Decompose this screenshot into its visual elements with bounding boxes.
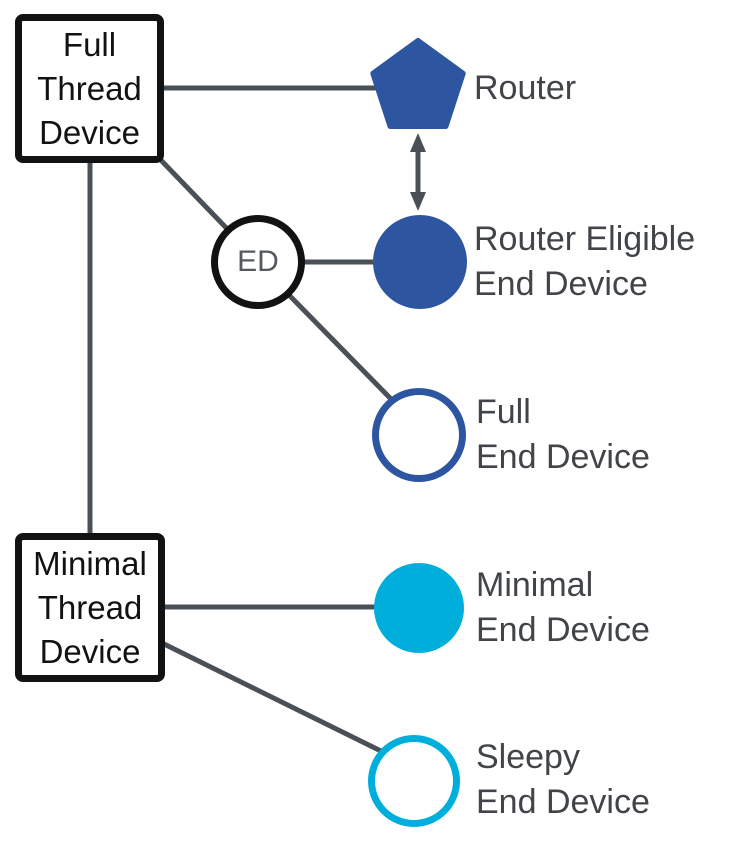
arrowhead-up-icon	[410, 133, 426, 152]
router-eligible-end-device-circle-icon	[373, 215, 467, 309]
minimal-thread-device-line3: Device	[39, 632, 141, 670]
sleepy-end-device-circle-icon	[368, 735, 460, 827]
minimal-thread-device-line1: Minimal	[33, 544, 147, 582]
minimal-thread-device-box: Minimal Thread Device	[15, 533, 165, 682]
minimal-end-device-label: Minimal End Device	[476, 566, 650, 649]
full-thread-device-line1: Full	[62, 25, 117, 63]
connector-mtd-to-sed	[160, 640, 385, 755]
router-eligible-end-device-label: Router Eligible End Device	[474, 220, 696, 303]
full-thread-device-box: Full Thread Device	[15, 14, 164, 163]
full-thread-device-line3: Device	[39, 113, 140, 151]
connector-ftd-to-ed	[153, 152, 237, 239]
router-label: Router	[474, 69, 577, 107]
minimal-end-device-circle-icon	[374, 563, 464, 653]
ed-circle: ED	[211, 215, 305, 309]
ed-circle-label: ED	[237, 245, 279, 278]
arrowhead-down-icon	[410, 192, 426, 211]
router-pentagon-icon	[370, 38, 466, 129]
full-end-device-label: Full End Device	[476, 393, 650, 476]
sleepy-end-device-label: Sleepy End Device	[476, 738, 650, 821]
double-arrow-router-reed	[410, 133, 426, 211]
connector-ed-to-fed	[286, 292, 395, 403]
full-thread-device-line2: Thread	[37, 69, 142, 107]
full-end-device-circle-icon	[372, 388, 466, 482]
minimal-thread-device-line2: Thread	[37, 588, 143, 626]
